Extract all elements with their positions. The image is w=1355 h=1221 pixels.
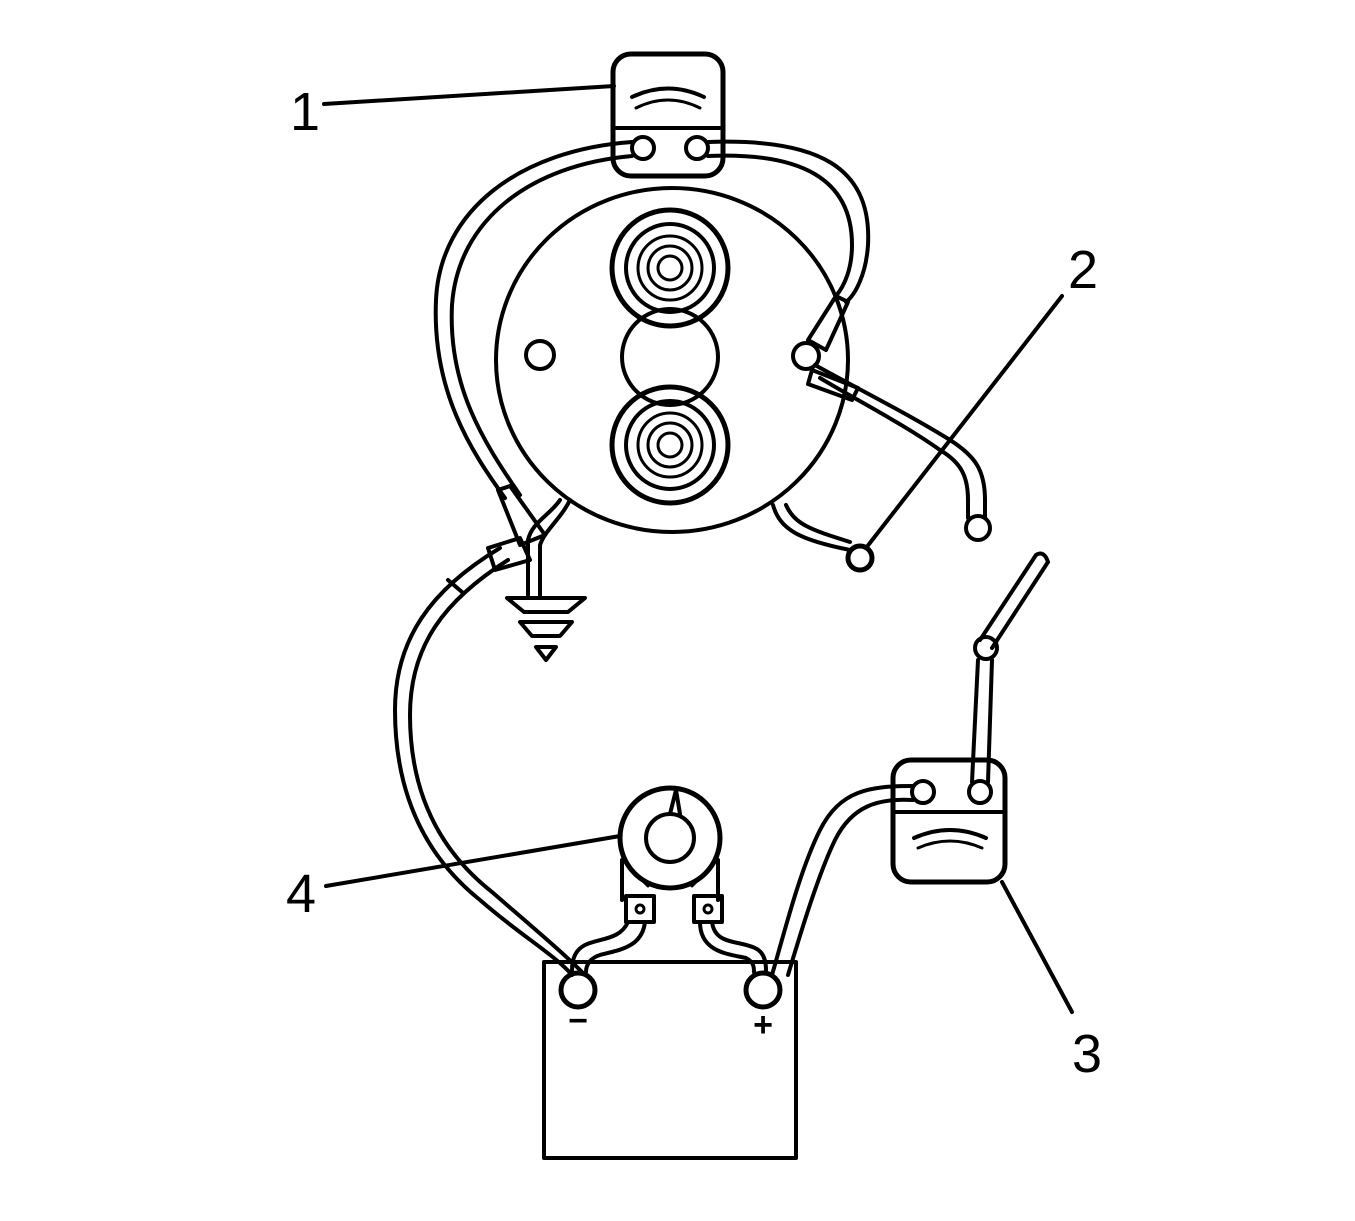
- ammeter-3: [890, 757, 1008, 885]
- pile-neg-lead: [570, 920, 647, 974]
- center-hub: [620, 307, 720, 407]
- pile-pos-lead: [698, 920, 768, 974]
- battery-positive-terminal: [743, 970, 783, 1010]
- voltmeter-1: [610, 51, 726, 179]
- callout-1: 1: [290, 82, 320, 142]
- ground-symbol: [505, 498, 587, 662]
- ground-clip-b: [486, 536, 532, 572]
- callout-1-leader: [322, 84, 616, 106]
- callout-2-leader: [864, 294, 1064, 550]
- voltmeter-1-left-lead: [433, 140, 634, 500]
- battery-positive-label: +: [753, 1006, 773, 1044]
- battery: − +: [542, 960, 798, 1160]
- callout-2: 2: [1068, 240, 1098, 300]
- upper-terminal-stud: [609, 207, 731, 329]
- battery-negative-terminal: [558, 970, 598, 1010]
- voltmeter-1-right-lead: [706, 139, 871, 304]
- s-terminal-lead: [813, 363, 987, 520]
- carbon-pile-4: [617, 785, 724, 924]
- ammeter-probe-tip: [978, 551, 1050, 650]
- clip-upper: [806, 294, 850, 352]
- negative-long-lead: [393, 546, 584, 977]
- lower-terminal-stud: [609, 384, 731, 506]
- callout-3: 3: [1072, 1024, 1102, 1084]
- test-point-2: [845, 543, 875, 573]
- battery-negative-label: −: [568, 1002, 588, 1040]
- mounting-bolt: [524, 339, 556, 371]
- test-lead-2: [771, 503, 852, 552]
- starter-s-terminal: [791, 341, 821, 371]
- ammeter-probe-joint: [973, 635, 999, 661]
- ground-clip-a: [496, 484, 547, 547]
- starter-motor: [494, 186, 850, 534]
- ammeter-to-battery-lead: [770, 784, 915, 977]
- ammeter-probe-lead: [970, 658, 994, 784]
- clip-lower: [806, 368, 860, 402]
- callout-4-leader: [324, 834, 622, 888]
- callout-3-leader: [1000, 880, 1074, 1014]
- callout-4: 4: [286, 864, 316, 924]
- s-lead-end: [964, 514, 992, 542]
